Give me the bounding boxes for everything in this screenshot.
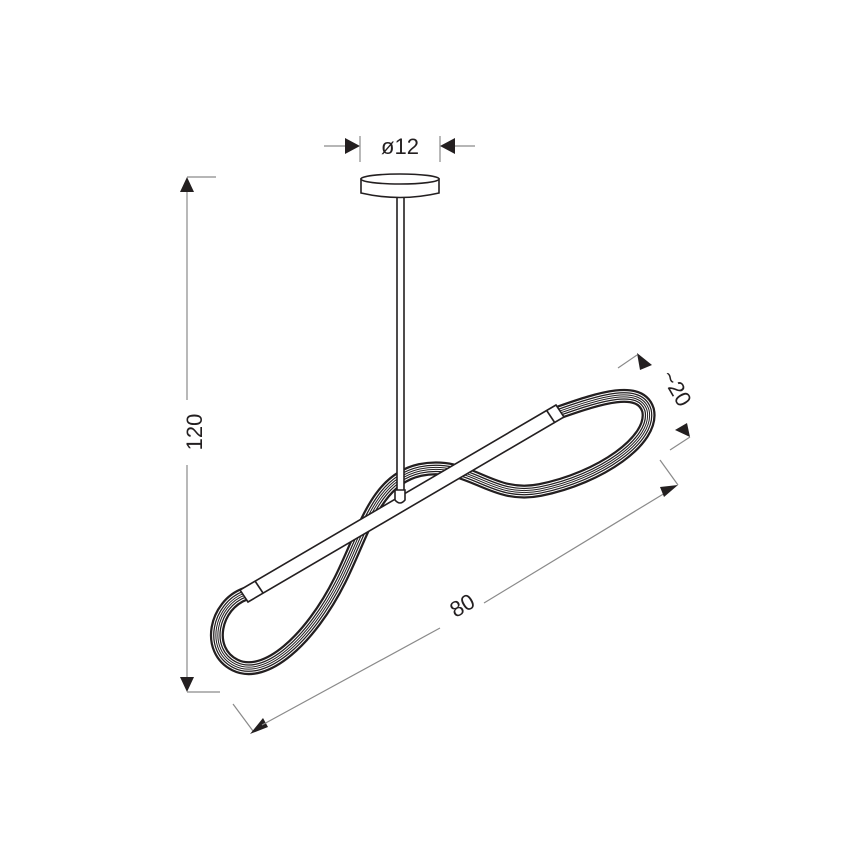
arrow-down-right-icon [637,353,652,370]
arrow-up-right-icon [660,485,678,497]
height-label: 120 [182,414,207,451]
depth-label: ~20 [656,366,696,411]
arrow-down-left-icon [250,718,268,734]
canopy-diameter-dimension: ø12 [324,134,475,162]
arrow-up-left-icon [675,423,690,437]
arrow-right-icon [345,138,360,154]
ceiling-canopy [360,173,440,199]
length-label: 80 [445,589,479,623]
led-tube [238,403,566,604]
rod-end-cap [394,489,406,504]
arrow-down-icon [180,677,194,692]
suspension-rod [394,195,406,504]
length-dimension: 80 [232,459,679,734]
arrow-up-icon [180,177,194,192]
arrow-left-icon [440,138,455,154]
flexible-loop [210,388,656,676]
height-dimension: 120 [180,176,220,693]
canopy-diameter-label: ø12 [381,134,419,159]
